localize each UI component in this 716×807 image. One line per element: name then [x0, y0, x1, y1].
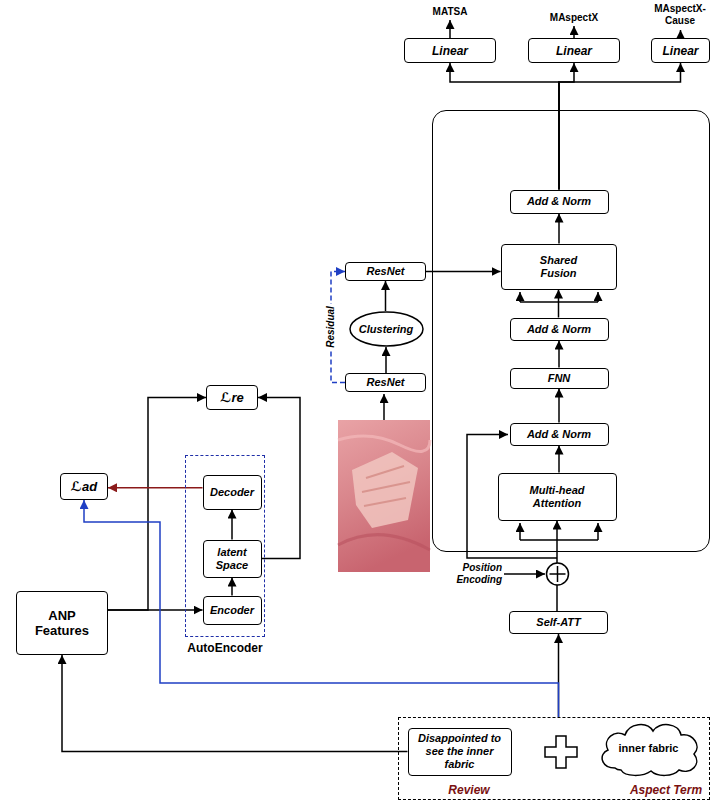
- attention-box: Multi-head Attention: [498, 473, 617, 521]
- node-label: Multi-head Attention: [520, 484, 595, 510]
- output-name: MAspectX-Cause: [651, 3, 709, 27]
- node-label: inner fabric: [619, 742, 679, 755]
- fabric-photo: [338, 420, 430, 572]
- arrow-connector: [62, 655, 408, 752]
- resnet-box: ResNet: [345, 373, 426, 392]
- arrow-connector: [231, 578, 233, 596]
- fan-arrow: [519, 292, 521, 302]
- linear-box: Linear: [651, 38, 710, 63]
- self-attention-box: Self-ATT: [509, 611, 608, 634]
- fan-arrow: [597, 523, 599, 540]
- encoder-box: Encoder: [203, 596, 262, 625]
- loss-box: ℒad: [60, 473, 108, 500]
- feature-box: ANP Features: [16, 591, 108, 655]
- node-label: Decoder: [210, 486, 254, 499]
- fan-arrow: [519, 523, 521, 540]
- node-label: FNN: [548, 372, 571, 385]
- plus-symbol: [545, 736, 577, 768]
- fusion-box: Shared Fusion: [501, 244, 617, 290]
- transformer-block: Add & NormShared FusionAdd & NormFNNAdd …: [432, 110, 710, 552]
- node-label: Aspect Term: [630, 783, 702, 797]
- add-symbol: [547, 563, 569, 585]
- node-label: Shared Fusion: [529, 254, 589, 280]
- latent-box: latent Space: [203, 540, 262, 578]
- input-group: Disappointed to see the inner fabric inne…: [398, 717, 710, 800]
- node-label: Clustering: [359, 323, 413, 336]
- node-label: Encoder: [210, 604, 254, 617]
- arrow-connector: [559, 63, 681, 190]
- output-name: MAspectX: [539, 12, 609, 24]
- input-label: Position Encoding: [446, 562, 502, 586]
- node-label: Review: [448, 783, 489, 797]
- resnet-box: ResNet: [345, 262, 426, 281]
- review-box: Disappointed to see the inner fabric: [408, 728, 512, 776]
- image-arrow: [383, 394, 385, 420]
- arrow-connector: [426, 271, 501, 273]
- output-arrow: [449, 20, 451, 38]
- arrow-connector: [558, 446, 560, 473]
- position-arrow: [504, 573, 545, 575]
- norm-box: Add & Norm: [510, 190, 609, 214]
- arrow-connector: [385, 281, 387, 311]
- arrow-connector: [558, 341, 560, 368]
- node-label: latent Space: [212, 546, 252, 572]
- loss-box: ℒre: [206, 385, 258, 410]
- linear-box: Linear: [404, 38, 496, 63]
- node-label: Self-ATT: [536, 616, 580, 629]
- arrow-connector: [385, 347, 387, 373]
- node-label: ResNet: [367, 376, 405, 389]
- node-label: Add & Norm: [527, 195, 591, 208]
- arrow-connector: [108, 398, 206, 611]
- fan-arrow: [597, 292, 599, 302]
- norm-box: Add & Norm: [510, 423, 609, 446]
- node-label: Disappointed to see the inner fabric: [414, 732, 506, 771]
- node-label: ℒad: [71, 479, 97, 494]
- node-label: Add & Norm: [527, 428, 591, 441]
- fan-bar: [520, 539, 598, 541]
- node-label: ResNet: [367, 265, 405, 278]
- decoder-box: Decoder: [203, 475, 262, 510]
- output-arrow: [680, 30, 682, 38]
- node-label: Add & Norm: [527, 323, 591, 336]
- arrow-connector: [231, 510, 233, 540]
- node-label: AutoEncoder: [187, 641, 262, 655]
- node-label: Linear: [662, 44, 698, 58]
- node-label: Linear: [556, 44, 592, 58]
- node-label: ANP Features: [27, 608, 97, 638]
- arrow-connector: [558, 389, 560, 423]
- arrow-connector: [84, 500, 559, 717]
- output-name: MATSA: [420, 6, 480, 18]
- node-label: ℒre: [220, 390, 243, 405]
- edge-label: Residual: [325, 304, 337, 350]
- clustering-ellipse: Clustering: [349, 311, 424, 347]
- node-label: Linear: [432, 44, 468, 58]
- ffn-box: FNN: [510, 368, 609, 389]
- arrow-connector: [450, 63, 559, 190]
- arrow-connector: [558, 290, 560, 318]
- autoencoder-group: Decoderlatent SpaceEncoderAutoEncoder: [185, 455, 265, 637]
- norm-box: Add & Norm: [510, 318, 609, 341]
- linear-box: Linear: [528, 38, 620, 63]
- arrow-connector: [108, 487, 203, 489]
- output-arrow: [573, 26, 575, 38]
- arrow-connector: [558, 214, 560, 244]
- aspect-cloud: inner fabric: [595, 720, 703, 777]
